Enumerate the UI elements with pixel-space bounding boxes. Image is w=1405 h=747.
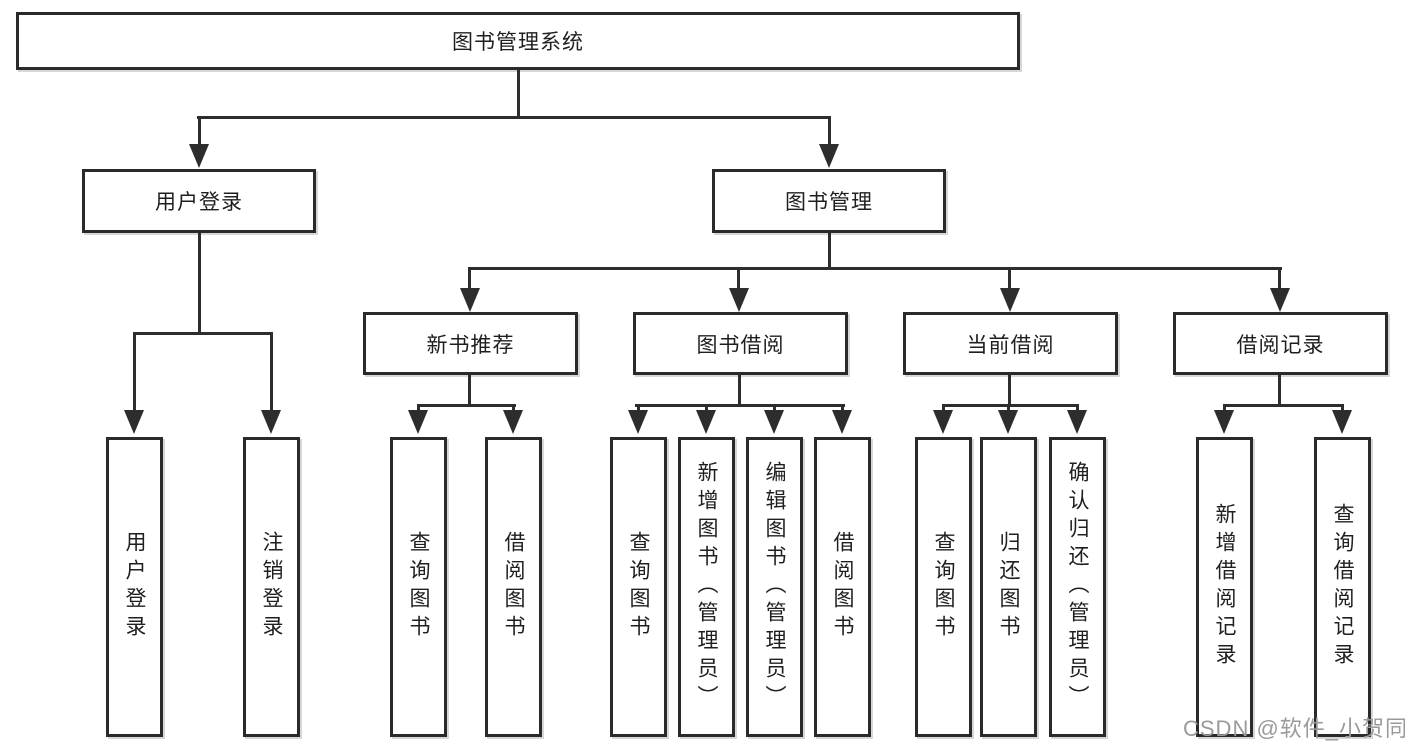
leaf-add-borrow-record: 新增借阅记录: [1196, 437, 1253, 737]
connector-line: [1278, 267, 1281, 291]
connector-line: [635, 404, 845, 407]
node-current-borrow: 当前借阅: [903, 312, 1118, 375]
connector-line: [1278, 375, 1281, 407]
arrow-down-icon: [189, 144, 209, 168]
node-label: 借阅记录: [1236, 333, 1325, 357]
connector-line: [841, 404, 844, 412]
connector-line: [133, 332, 136, 412]
connector-line: [270, 332, 273, 412]
connector-line: [1007, 404, 1010, 412]
arrow-down-icon: [819, 144, 839, 168]
leaf-label: 新增图书（管理员）: [695, 461, 718, 713]
arrow-down-icon: [503, 410, 523, 434]
leaf-label: 用户登录: [123, 531, 146, 643]
arrow-down-icon: [1000, 288, 1020, 312]
connector-line: [1223, 404, 1226, 412]
connector-line: [1008, 375, 1011, 407]
leaf-return-books: 归还图书: [980, 437, 1037, 737]
connector-line: [1341, 404, 1344, 412]
node-user-login: 用户登录: [82, 169, 316, 233]
arrow-down-icon: [1067, 410, 1087, 434]
leaf-label: 确认归还（管理员）: [1066, 461, 1089, 713]
leaf-query-books: 查询图书: [610, 437, 667, 737]
leaf-add-books-admin: 新增图书（管理员）: [678, 437, 735, 737]
node-label: 用户登录: [155, 191, 243, 214]
node-label: 当前借阅: [966, 333, 1055, 357]
arrow-down-icon: [124, 410, 144, 434]
arrow-down-icon: [998, 410, 1018, 434]
leaf-confirm-return-admin: 确认归还（管理员）: [1049, 437, 1106, 737]
connector-line: [1223, 404, 1343, 407]
connector-line: [942, 404, 1079, 407]
connector-line: [942, 404, 945, 412]
arrow-down-icon: [832, 410, 852, 434]
arrow-down-icon: [408, 410, 428, 434]
node-label: 图书管理系统: [452, 31, 584, 54]
arrow-down-icon: [261, 410, 281, 434]
node-new-book-recommend: 新书推荐: [363, 312, 578, 375]
connector-line: [737, 267, 740, 291]
leaf-label: 归还图书: [997, 531, 1020, 643]
leaf-label: 注销登录: [260, 531, 283, 643]
leaf-query-books-recommend: 查询图书: [390, 437, 447, 737]
arrow-down-icon: [933, 410, 953, 434]
node-book-management: 图书管理: [712, 169, 946, 233]
csdn-watermark: CSDN @软件_小贺同学: [1183, 716, 1405, 741]
connector-line: [705, 404, 708, 412]
connector-line: [512, 404, 515, 412]
connector-line: [198, 116, 201, 147]
leaf-query-books-current: 查询图书: [915, 437, 972, 737]
leaf-borrow-books-recommend: 借阅图书: [485, 437, 542, 737]
arrow-down-icon: [460, 288, 480, 312]
leaf-label: 查询借阅记录: [1331, 503, 1354, 671]
arrow-down-icon: [1214, 410, 1234, 434]
leaf-edit-books-admin: 编辑图书（管理员）: [746, 437, 803, 737]
connector-line: [517, 70, 520, 119]
connector-line: [197, 116, 831, 119]
arrow-down-icon: [764, 410, 784, 434]
node-label: 图书借阅: [696, 333, 785, 357]
connector-line: [198, 233, 201, 335]
node-library-management-system: 图书管理系统: [16, 12, 1020, 70]
node-label: 新书推荐: [426, 333, 515, 357]
leaf-label: 查询图书: [407, 531, 430, 643]
arrow-down-icon: [729, 288, 749, 312]
leaf-label: 借阅图书: [831, 531, 854, 643]
arrow-down-icon: [1270, 288, 1290, 312]
arrow-down-icon: [696, 410, 716, 434]
leaf-label: 查询图书: [932, 531, 955, 643]
connector-line: [417, 404, 420, 412]
connector-line: [468, 375, 471, 407]
leaf-logout: 注销登录: [243, 437, 300, 737]
connector-line: [1076, 404, 1079, 412]
node-label: 图书管理: [785, 191, 873, 214]
connector-line: [738, 375, 741, 407]
connector-line: [1008, 267, 1011, 291]
leaf-label: 新增借阅记录: [1213, 503, 1236, 671]
connector-line: [133, 332, 273, 335]
leaf-borrow-books: 借阅图书: [814, 437, 871, 737]
leaf-user-login: 用户登录: [106, 437, 163, 737]
connector-line: [773, 404, 776, 412]
connector-line: [828, 233, 831, 270]
leaf-query-borrow-record: 查询借阅记录: [1314, 437, 1371, 737]
connector-line: [828, 116, 831, 147]
connector-line: [637, 404, 640, 412]
connector-line: [468, 267, 1282, 270]
leaf-label: 编辑图书（管理员）: [763, 461, 786, 713]
leaf-label: 借阅图书: [502, 531, 525, 643]
leaf-label: 查询图书: [627, 531, 650, 643]
node-book-borrow: 图书借阅: [633, 312, 848, 375]
arrow-down-icon: [1332, 410, 1352, 434]
connector-line: [468, 267, 471, 291]
node-borrow-records: 借阅记录: [1173, 312, 1388, 375]
connector-line: [417, 404, 516, 407]
arrow-down-icon: [628, 410, 648, 434]
